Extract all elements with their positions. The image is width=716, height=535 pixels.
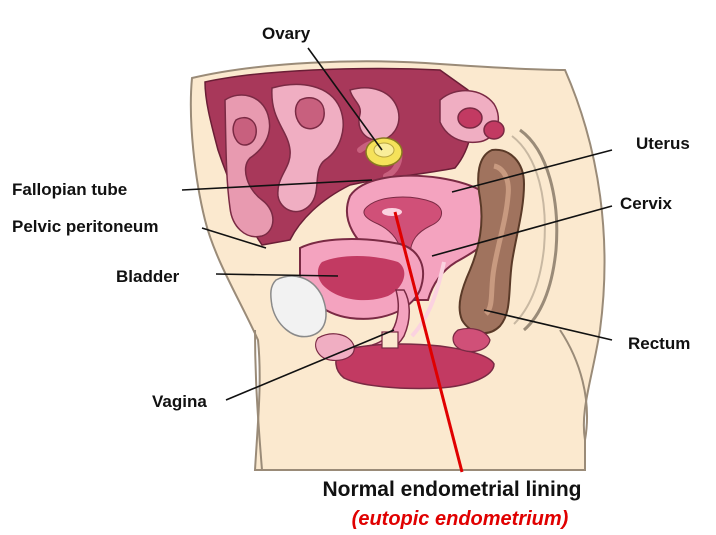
caption-sub: (eutopic endometrium) [102,508,716,531]
label-pelvic-peritoneum: Pelvic peritoneum [12,217,158,237]
label-fallopian-tube: Fallopian tube [12,180,127,200]
label-rectum: Rectum [628,334,690,354]
endometrium-lumen [382,208,402,216]
label-ovary: Ovary [262,24,310,44]
label-bladder: Bladder [116,267,179,287]
ovary-shape [366,138,402,166]
caption-main: Normal endometrial lining [94,478,716,502]
label-cervix: Cervix [620,194,672,214]
label-uterus: Uterus [636,134,690,154]
labia [316,334,355,361]
label-vagina: Vagina [152,392,207,412]
